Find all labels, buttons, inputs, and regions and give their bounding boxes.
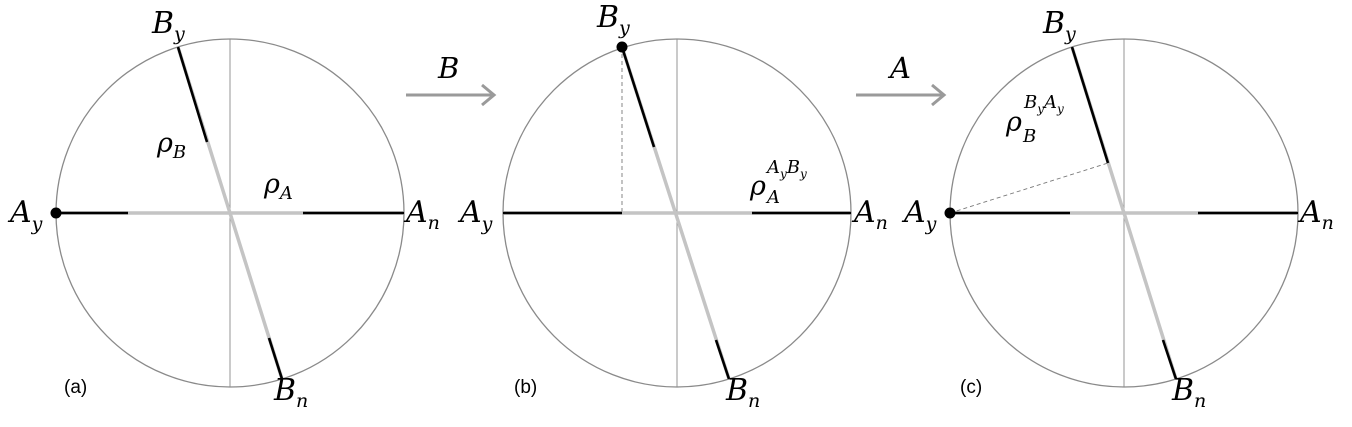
label-bn: Bn bbox=[273, 373, 308, 412]
label-bn: Bn bbox=[725, 373, 760, 412]
state-dot bbox=[616, 41, 628, 53]
rho-superscript: AyBy bbox=[765, 157, 807, 181]
b-yes-segment bbox=[1070, 46, 1110, 164]
arrow-b-head bbox=[481, 83, 497, 107]
label-rho-b: ρB bbox=[156, 128, 186, 163]
label-an: An bbox=[851, 195, 888, 234]
rho-subscript: A bbox=[765, 187, 780, 208]
label-by: By bbox=[1042, 6, 1076, 45]
b-yes-segment bbox=[620, 46, 656, 148]
projection-line bbox=[949, 162, 1109, 214]
caption-a: (a) bbox=[64, 377, 87, 398]
label-ay: Ay bbox=[901, 195, 937, 235]
b-yes-segment bbox=[176, 46, 209, 143]
state-dot bbox=[944, 207, 956, 219]
arrow-a-label: A bbox=[887, 51, 911, 85]
label-by: By bbox=[596, 0, 630, 39]
rho-subscript: B bbox=[1022, 126, 1036, 147]
arrow-a: A bbox=[856, 51, 947, 107]
b-no-segment bbox=[1161, 339, 1178, 380]
arrow-b: B bbox=[406, 51, 497, 107]
b-no-segment bbox=[714, 339, 731, 380]
label-ay: Ay bbox=[457, 195, 493, 235]
label-an: An bbox=[403, 195, 440, 234]
rho-symbol: ρ bbox=[749, 171, 766, 202]
caption-c: (c) bbox=[960, 377, 982, 398]
label-bn: Bn bbox=[1171, 373, 1206, 412]
label-by: By bbox=[151, 6, 185, 45]
rho-symbol: ρ bbox=[1005, 107, 1022, 138]
label-rho-a-conditional: ρ A AyBy bbox=[749, 157, 807, 208]
panel-c: By Bn Ay An ρ B ByAy (c) bbox=[901, 6, 1334, 412]
label-rho-a: ρA bbox=[263, 169, 293, 204]
rho-superscript: ByAy bbox=[1023, 92, 1064, 116]
arrow-a-head bbox=[931, 83, 947, 107]
label-an: An bbox=[1297, 195, 1334, 234]
panel-a: By Bn Ay An ρB ρA (a) bbox=[7, 6, 440, 412]
b-no-segment bbox=[267, 337, 284, 380]
panel-b: By Bn Ay An ρ A AyBy (b) bbox=[457, 0, 888, 412]
caption-b: (b) bbox=[514, 377, 537, 398]
state-dot bbox=[50, 207, 62, 219]
label-rho-b-conditional: ρ B ByAy bbox=[1005, 92, 1064, 147]
label-ay: Ay bbox=[7, 195, 43, 235]
arrow-b-label: B bbox=[437, 51, 459, 85]
